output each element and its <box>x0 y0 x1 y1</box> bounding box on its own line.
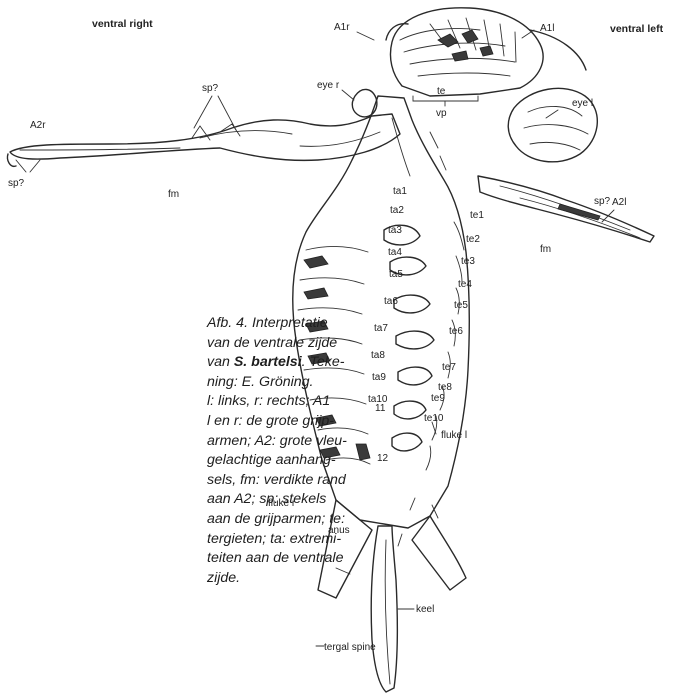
label-a1r: A1r <box>334 22 350 33</box>
caption-line: aan de grijparmen; te: <box>207 510 385 530</box>
label-ventral-left: ventral left <box>610 23 664 35</box>
label-keel: keel <box>416 604 434 615</box>
label-sp-tip: sp? <box>8 178 25 189</box>
label-eye-l: eye l <box>572 98 593 109</box>
label-ta6: ta6 <box>384 296 398 307</box>
caption-line: sels, fm: verdikte rand <box>207 471 385 491</box>
label-te10: te10 <box>424 413 444 424</box>
caption-line: van de ventrale zijde <box>207 334 385 354</box>
caption-line: tergieten; ta: extremi- <box>207 530 385 550</box>
label-fm-right: fm <box>540 244 551 255</box>
caption-line: zijde. <box>207 569 385 589</box>
label-te9: te9 <box>431 393 445 404</box>
label-te6: te6 <box>449 326 463 337</box>
label-ta3: ta3 <box>388 225 402 236</box>
label-a1l: A1l <box>540 23 554 34</box>
caption-line: aan A2; sp: stekels <box>207 490 385 510</box>
caption-line: gelachtige aanhang- <box>207 451 385 471</box>
label-ta5: ta5 <box>389 269 403 280</box>
ventral-plate-bracket <box>413 96 478 106</box>
caption-line: van S. bartelsi. Teke- <box>207 353 385 373</box>
label-fm-left: fm <box>168 189 179 200</box>
label-eye-r: eye r <box>317 80 340 91</box>
caption-text: . Teke- <box>302 354 345 370</box>
head-shield <box>386 8 586 96</box>
label-te5: te5 <box>454 300 468 311</box>
caption-line: ning: E. Gröning. <box>207 373 385 393</box>
a2-left-appendage <box>478 176 654 242</box>
caption-line: armen; A2: grote vleu- <box>207 432 385 452</box>
label-te4: te4 <box>458 279 472 290</box>
label-te: te <box>437 86 446 97</box>
caption-line: Afb. 4. Interpretatie <box>207 314 385 334</box>
label-te1: te1 <box>470 210 484 221</box>
label-tergal-spine: tergal spine <box>324 642 376 653</box>
caption-text: van <box>207 354 234 370</box>
label-te3: te3 <box>461 256 475 267</box>
label-te7: te7 <box>442 362 456 373</box>
label-ta4: ta4 <box>388 247 402 258</box>
figure-caption: Afb. 4. Interpretatie van de ventrale zi… <box>207 314 385 588</box>
label-a2l: A2l <box>612 197 626 208</box>
caption-line: teiten aan de ventrale <box>207 549 385 569</box>
label-sp-upper: sp? <box>202 83 219 94</box>
label-a2r: A2r <box>30 120 46 131</box>
label-sp-left: sp? <box>594 196 611 207</box>
label-te2: te2 <box>466 234 480 245</box>
label-ventral-right: ventral right <box>92 18 153 30</box>
species-name: S. bartelsi <box>234 354 302 370</box>
label-te8: te8 <box>438 382 452 393</box>
eye-right-structure <box>352 89 377 116</box>
label-ta1: ta1 <box>393 186 407 197</box>
label-fluke-l: fluke l <box>441 430 467 441</box>
caption-line: l en r: de grote grijp- <box>207 412 385 432</box>
caption-line: l: links, r: rechts; A1 <box>207 392 385 412</box>
label-ta2: ta2 <box>390 205 404 216</box>
a2-right-appendage <box>7 114 400 166</box>
label-vp: vp <box>436 108 447 119</box>
